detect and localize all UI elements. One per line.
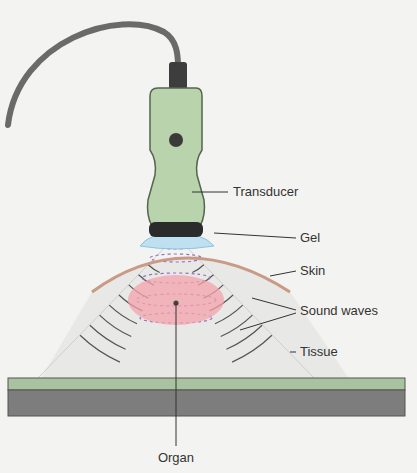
probe-head	[149, 222, 203, 237]
part-label: Transducer	[233, 184, 298, 200]
probe-body	[148, 88, 205, 226]
plate-top	[8, 378, 405, 390]
probe-neck	[169, 62, 187, 90]
part-label: Skin	[300, 263, 325, 279]
plate-base	[8, 390, 405, 416]
tissue-region	[40, 258, 350, 380]
skin-line	[92, 258, 290, 292]
probe-button	[169, 133, 183, 147]
wave-arc	[192, 265, 204, 273]
wave-arc	[100, 315, 132, 336]
part-label: Organ	[158, 450, 194, 466]
wave-arc	[148, 265, 160, 273]
leader-lines	[176, 192, 296, 446]
wave-arc	[232, 335, 272, 362]
wave-arc	[80, 335, 120, 362]
wave-arc	[90, 325, 126, 349]
wave-arc	[221, 315, 253, 336]
part-label: Tissue	[300, 344, 338, 360]
part-label: Sound waves	[300, 303, 378, 319]
part-label: Gel	[300, 230, 320, 246]
